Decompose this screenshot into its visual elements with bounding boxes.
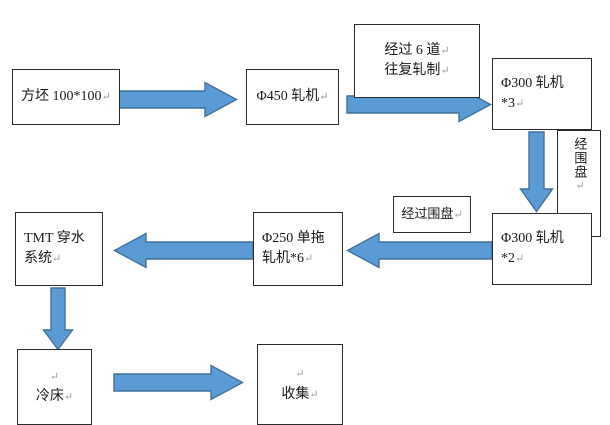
arrow-coolbed-to-collect bbox=[113, 364, 244, 401]
return-mark: ↵ bbox=[295, 368, 305, 381]
return-mark: ↵ bbox=[515, 253, 525, 265]
node-loop-vertical-line-1: 经围盘↵ bbox=[572, 137, 588, 193]
node-pass6[interactable]: 经过 6 道↵ 往复轧制↵ bbox=[354, 24, 480, 98]
return-mark: ↵ bbox=[319, 90, 329, 103]
return-mark: ↵ bbox=[304, 253, 314, 265]
node-collect[interactable]: ↵ 收集↵ bbox=[257, 344, 343, 425]
arrow-mill300x3-to-mill300x2 bbox=[518, 131, 555, 213]
return-mark: ↵ bbox=[49, 370, 60, 383]
node-via-loop-line-1: 经过围盘↵ bbox=[401, 206, 463, 222]
node-mill250[interactable]: Φ250 单拖 轧机*6↵ bbox=[253, 212, 343, 286]
arrow-mill300x2-to-mill250 bbox=[345, 232, 493, 269]
node-mill300x2-line-1: Φ300 轧机 bbox=[501, 230, 564, 246]
node-mill300x3-line-1: Φ300 轧机 bbox=[501, 75, 564, 91]
node-mill250-line-2: 轧机*6↵ bbox=[262, 251, 314, 266]
return-mark: ↵ bbox=[440, 44, 450, 57]
return-mark: ↵ bbox=[573, 179, 586, 193]
node-coolbed[interactable]: ↵ 冷床↵ bbox=[17, 349, 92, 425]
return-mark: ↵ bbox=[440, 65, 450, 77]
node-mill300x3[interactable]: Φ300 轧机 *3↵ bbox=[492, 58, 592, 130]
node-tmt-line-1: TMT 穿水 bbox=[24, 230, 85, 246]
node-via-loop[interactable]: 经过围盘↵ bbox=[393, 196, 471, 233]
arrow-mill250-to-tmt bbox=[112, 232, 254, 269]
node-mill300x2-line-2: *2↵ bbox=[501, 251, 525, 266]
node-pass6-line-1: 经过 6 道↵ bbox=[384, 42, 450, 58]
node-tmt[interactable]: TMT 穿水 系统↵ bbox=[15, 212, 103, 286]
arrow-tmt-to-coolbed bbox=[41, 287, 75, 351]
node-collect-line-1: ↵ bbox=[295, 364, 304, 384]
return-mark: ↵ bbox=[63, 391, 74, 403]
node-mill300x3-line-2: *3↵ bbox=[501, 96, 525, 111]
node-coolbed-line-2: 冷床↵ bbox=[35, 389, 74, 404]
node-mill250-line-1: Φ250 单拖 bbox=[262, 230, 325, 246]
return-mark: ↵ bbox=[309, 388, 319, 401]
return-mark: ↵ bbox=[52, 253, 62, 265]
node-pass6-line-2: 往复轧制↵ bbox=[384, 63, 450, 78]
node-billet-line-1: 方坯 100*100↵ bbox=[21, 88, 111, 104]
node-mill300x2[interactable]: Φ300 轧机 *2↵ bbox=[492, 213, 592, 285]
node-billet[interactable]: 方坯 100*100↵ bbox=[12, 69, 120, 125]
return-mark: ↵ bbox=[453, 209, 463, 222]
node-collect-line-2: 收集↵ bbox=[281, 386, 319, 402]
return-mark: ↵ bbox=[515, 98, 525, 110]
node-mill450[interactable]: Φ450 轧机↵ bbox=[246, 69, 339, 125]
node-tmt-line-2: 系统↵ bbox=[24, 251, 62, 266]
return-mark: ↵ bbox=[101, 90, 111, 103]
node-coolbed-line-1: ↵ bbox=[50, 367, 59, 387]
arrow-billet-to-mill450 bbox=[116, 81, 238, 118]
node-mill450-line-1: Φ450 轧机↵ bbox=[256, 88, 329, 104]
